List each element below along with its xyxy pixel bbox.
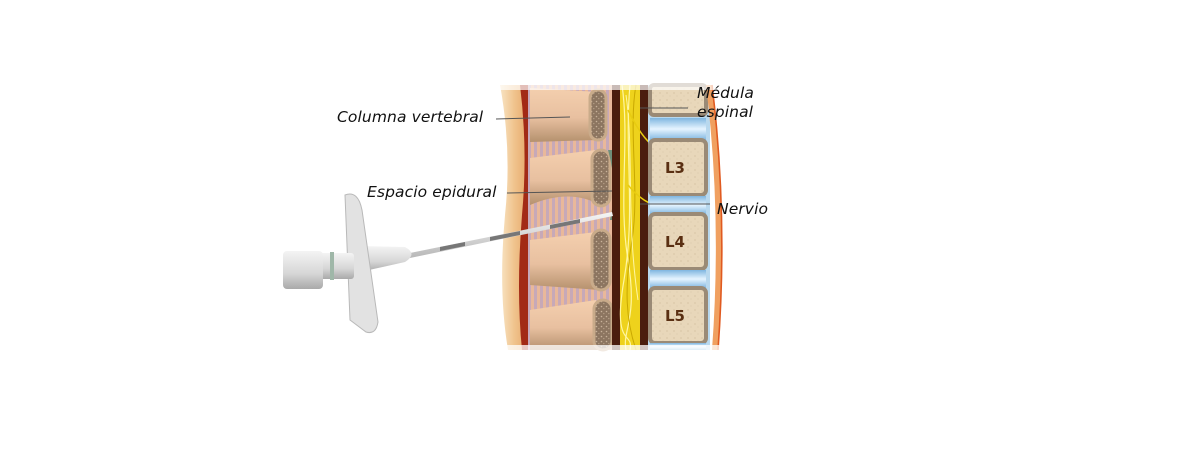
cauda-equina-nerves [619, 84, 655, 351]
label-medula-line2: espinal [697, 103, 754, 121]
label-nervio: Nervio [717, 200, 769, 218]
needle-flange [344, 193, 379, 333]
label-medula-line1: Médula [697, 84, 754, 102]
spinous-processes [530, 88, 614, 352]
vertebra-l3 [648, 138, 708, 197]
needle-cap [283, 251, 323, 289]
label-columna-vertebral: Columna vertebral [337, 108, 484, 126]
vertebral-bodies [648, 83, 708, 350]
disc-l3-l4 [650, 196, 706, 214]
disc-l2-l3 [650, 118, 706, 140]
vertebra-l4 [648, 212, 708, 271]
spine-section [495, 78, 730, 355]
label-espacio-epidural: Espacio epidural [367, 183, 497, 201]
leader-lines [495, 107, 710, 205]
muscle-layer [519, 85, 530, 350]
vertebra-label-l3: L3 [665, 159, 685, 177]
epidural-needle [283, 193, 613, 333]
vertebra-label-l4: L4 [665, 233, 685, 251]
needle-hub [360, 246, 412, 272]
needle-connector [318, 253, 354, 279]
vertebra-label-l5: L5 [665, 307, 685, 325]
disc-l4-l5 [650, 270, 706, 288]
